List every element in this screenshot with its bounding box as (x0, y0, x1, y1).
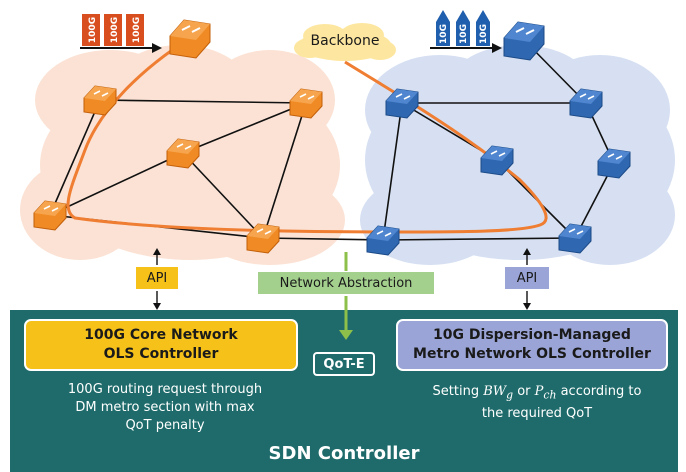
metro-node-1 (385, 88, 419, 119)
metro-controller-line1: 10G Dispersion-Managed (433, 327, 631, 343)
traffic-10g-label-2: 10G (459, 24, 469, 44)
core-description: 100G routing request through DM metro se… (20, 381, 310, 435)
sdn-controller-title: SDN Controller (268, 443, 420, 464)
core-ols-controller-box: 100G Core Network OLS Controller (24, 319, 298, 371)
traffic-100g-label-3: 100G (132, 17, 142, 43)
backbone-label: Backbone (310, 33, 380, 49)
core-desc-line3: QoT penalty (125, 418, 205, 433)
metro-node-5 (366, 225, 400, 256)
metro-controller-line2: Metro Network OLS Controller (413, 346, 651, 362)
metro-desc-or: or (513, 384, 535, 399)
core-controller-line2: OLS Controller (103, 346, 219, 362)
api-left-label: API (136, 267, 178, 289)
backbone-cloud (294, 23, 396, 61)
metro-desc-pre: Setting (432, 384, 484, 399)
traffic-100g-label-2: 100G (110, 17, 120, 43)
core-node-2 (289, 88, 323, 119)
metro-ols-controller-box: 10G Dispersion-Managed Metro Network OLS… (396, 319, 668, 371)
metro-node-4 (597, 148, 631, 179)
metro-desc-line1: Setting BWg or Pch according to (396, 383, 678, 405)
core-node-3 (166, 138, 200, 169)
core-controller-line1: 100G Core Network (84, 327, 238, 343)
metro-desc-bw: BW (483, 384, 507, 399)
metro-description: Setting BWg or Pch according to the requ… (396, 383, 678, 423)
traffic-10g-label-3: 10G (479, 24, 489, 44)
qote-box: QoT-E (313, 352, 375, 376)
traffic-100g-label-1: 100G (88, 17, 98, 43)
core-node-1 (83, 85, 117, 116)
traffic-100g-group: 100G 100G 100G (82, 14, 144, 46)
api-right-label: API (505, 267, 549, 289)
core-node-5 (246, 223, 280, 254)
traffic-10g-group: 10G 10G 10G (436, 10, 490, 46)
metro-node-client (503, 21, 545, 61)
abstraction-arrow-tail (339, 306, 353, 340)
metro-node-6 (558, 223, 592, 254)
core-desc-line2: DM metro section with max (75, 400, 255, 415)
core-desc-line1: 100G routing request through (67, 382, 263, 397)
core-node-client (169, 19, 211, 59)
metro-desc-p: P (534, 384, 544, 399)
metro-desc-bw-sub: g (506, 388, 514, 402)
metro-desc-post: according to (556, 384, 642, 399)
network-abstraction-label: Network Abstraction (258, 272, 434, 294)
metro-node-3 (480, 145, 514, 176)
metro-desc-line2: the required QoT (481, 405, 593, 421)
network-topology: 100G 100G 100G 10G 10G 10G (20, 10, 675, 310)
metro-desc-p-sub: ch (543, 388, 557, 402)
traffic-10g-label-1: 10G (439, 24, 449, 44)
core-node-4 (33, 200, 67, 231)
metro-node-2 (569, 88, 603, 119)
